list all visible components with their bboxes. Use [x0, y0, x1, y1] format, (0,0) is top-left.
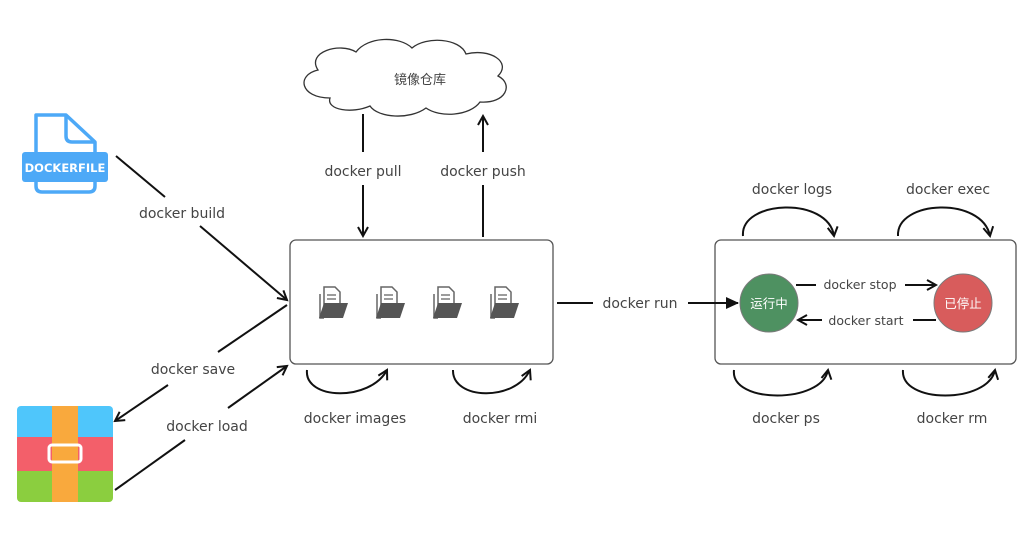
build-arrow: [199, 225, 287, 300]
folder-document-icon: [433, 286, 462, 319]
folder-document-icon: [376, 286, 405, 319]
start-label: docker start: [828, 313, 903, 328]
archive-icon: [17, 406, 113, 502]
image-folders: [319, 286, 519, 319]
logs-loop-arrow: [741, 206, 834, 236]
push-label: docker push: [440, 164, 526, 180]
images-loop-arrow: [305, 370, 387, 395]
cloud-icon: [303, 38, 507, 117]
running-state-label: 运行中: [750, 296, 788, 311]
exec-label: docker exec: [906, 182, 990, 198]
stop-label: docker stop: [823, 277, 896, 292]
dockerfile-icon: DOCKERFILE: [22, 113, 108, 194]
running-state-circle: [739, 273, 799, 333]
registry-cloud: 镜像仓库: [303, 38, 507, 117]
image-store-box: [289, 239, 554, 365]
rm-loop-arrow: [901, 370, 995, 397]
images-label: docker images: [304, 411, 406, 427]
ps-loop-arrow: [732, 370, 828, 397]
stopped-state-label: 已停止: [944, 296, 982, 311]
registry-label: 镜像仓库: [394, 72, 446, 88]
dockerfile-label: DOCKERFILE: [25, 161, 106, 175]
build-line-a: [115, 155, 166, 198]
save-arrow: [115, 384, 169, 421]
pull-label: docker pull: [324, 164, 401, 180]
save-label: docker save: [151, 362, 235, 378]
run-label: docker run: [602, 296, 677, 312]
load-label: docker load: [166, 419, 248, 435]
ps-label: docker ps: [752, 411, 820, 427]
rmi-loop-arrow: [451, 370, 530, 395]
rmi-label: docker rmi: [463, 411, 538, 427]
logs-label: docker logs: [752, 182, 832, 198]
save-line-a: [217, 304, 288, 353]
folder-document-icon: [490, 286, 519, 319]
build-label: docker build: [139, 206, 225, 222]
exec-loop-arrow: [896, 206, 990, 236]
rm-label: docker rm: [917, 411, 988, 427]
stopped-state-circle: [933, 273, 993, 333]
load-arrow: [227, 366, 287, 409]
load-line-a: [114, 439, 186, 491]
folder-document-icon: [319, 286, 348, 319]
